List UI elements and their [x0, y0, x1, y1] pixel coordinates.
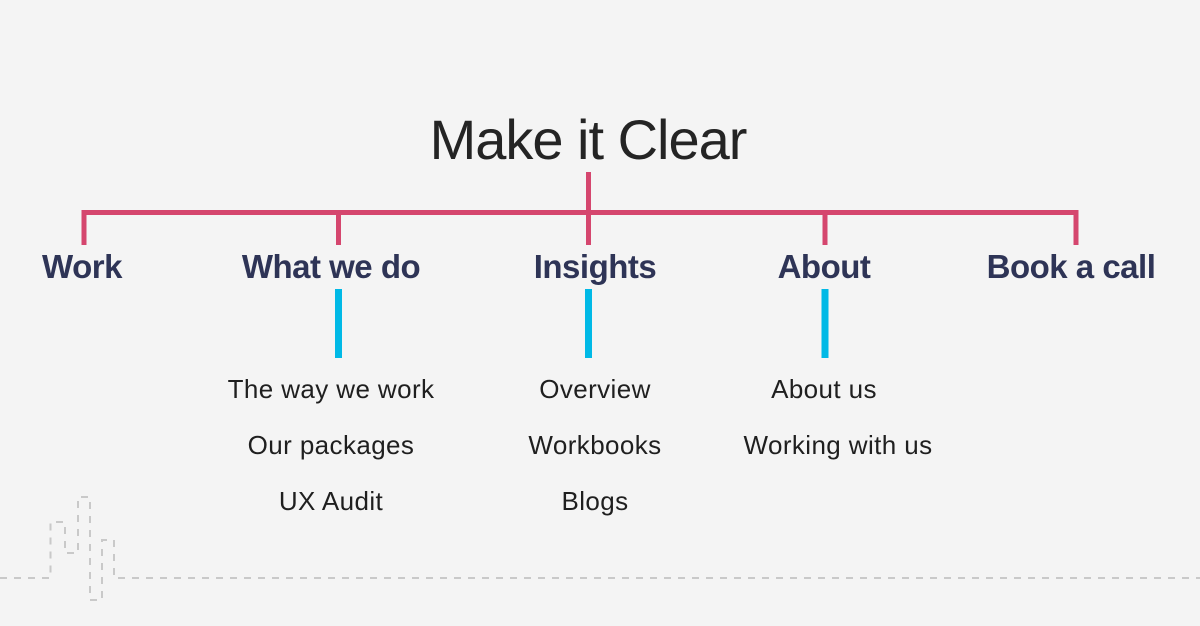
site-title: Make it Clear	[429, 108, 748, 171]
sub-item-the-way-we-work: The way we work	[227, 374, 435, 404]
nav-item-about: About	[777, 248, 871, 285]
sub-item-blogs: Blogs	[561, 486, 629, 516]
sublist-insights: Overview Workbooks Blogs	[425, 376, 765, 544]
sub-item-our-packages: Our packages	[247, 430, 415, 460]
sublist-about: About us Working with us	[654, 376, 994, 488]
nav-item-work: Work	[42, 248, 122, 285]
dashed-skyline-decoration	[0, 496, 1200, 601]
nav-item-book-a-call: Book a call	[986, 248, 1156, 285]
primary-connector-group	[81, 172, 1079, 245]
secondary-connector-group	[335, 289, 829, 358]
sub-item-overview: Overview	[539, 374, 651, 404]
sub-item-ux-audit: UX Audit	[278, 486, 384, 516]
primary-connector-frame	[81, 210, 1079, 245]
sub-item-working-with-us: Working with us	[743, 430, 933, 460]
sublist-what-we-do: The way we work Our packages UX Audit	[161, 376, 501, 544]
nav-item-insights: Insights	[533, 248, 657, 285]
sub-item-workbooks: Workbooks	[528, 430, 662, 460]
sub-item-about-us: About us	[771, 374, 877, 404]
nav-item-what-we-do: What we do	[241, 248, 421, 285]
